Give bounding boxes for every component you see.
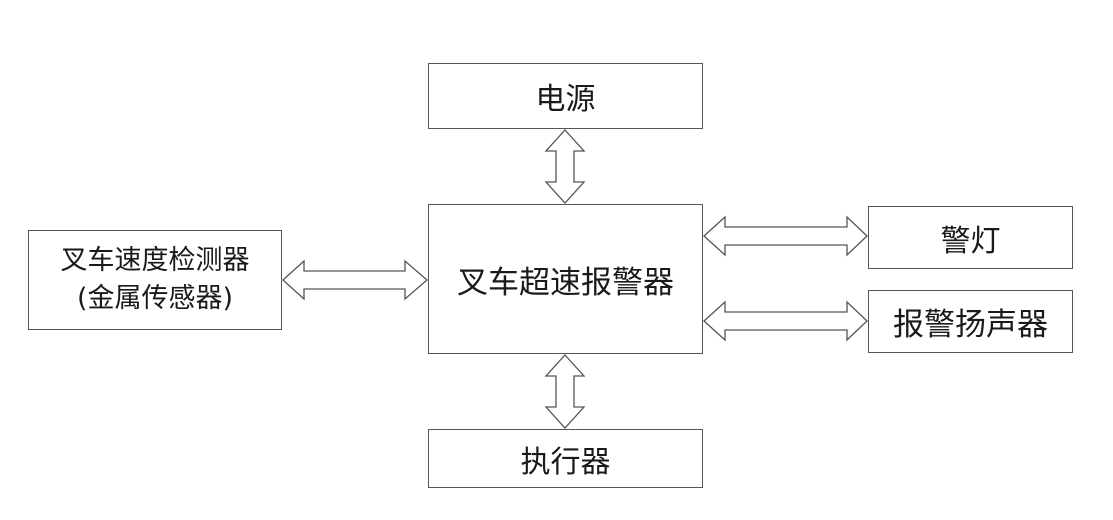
arrow-sensor-controller bbox=[282, 259, 428, 301]
sensor-label-line2: (金属传感器) bbox=[76, 283, 234, 314]
arrow-controller-lamp bbox=[703, 215, 868, 257]
power-label: 电源 bbox=[535, 82, 596, 117]
controller-label: 叉车超速报警器 bbox=[457, 264, 674, 301]
lamp-label: 警灯 bbox=[940, 223, 1001, 259]
actuator-label: 执行器 bbox=[520, 444, 611, 480]
arrow-power-controller bbox=[544, 129, 586, 204]
controller-node: 叉车超速报警器 bbox=[428, 204, 703, 354]
sensor-node: 叉车速度检测器 (金属传感器) bbox=[28, 230, 282, 330]
speaker-label: 报警扬声器 bbox=[893, 307, 1048, 343]
speaker-node: 报警扬声器 bbox=[868, 290, 1073, 353]
arrow-controller-speaker bbox=[703, 300, 868, 342]
power-node: 电源 bbox=[428, 63, 703, 129]
actuator-node: 执行器 bbox=[428, 429, 703, 488]
sensor-label-line1: 叉车速度检测器 bbox=[60, 245, 250, 276]
lamp-node: 警灯 bbox=[868, 206, 1073, 269]
arrow-controller-actuator bbox=[544, 354, 586, 429]
